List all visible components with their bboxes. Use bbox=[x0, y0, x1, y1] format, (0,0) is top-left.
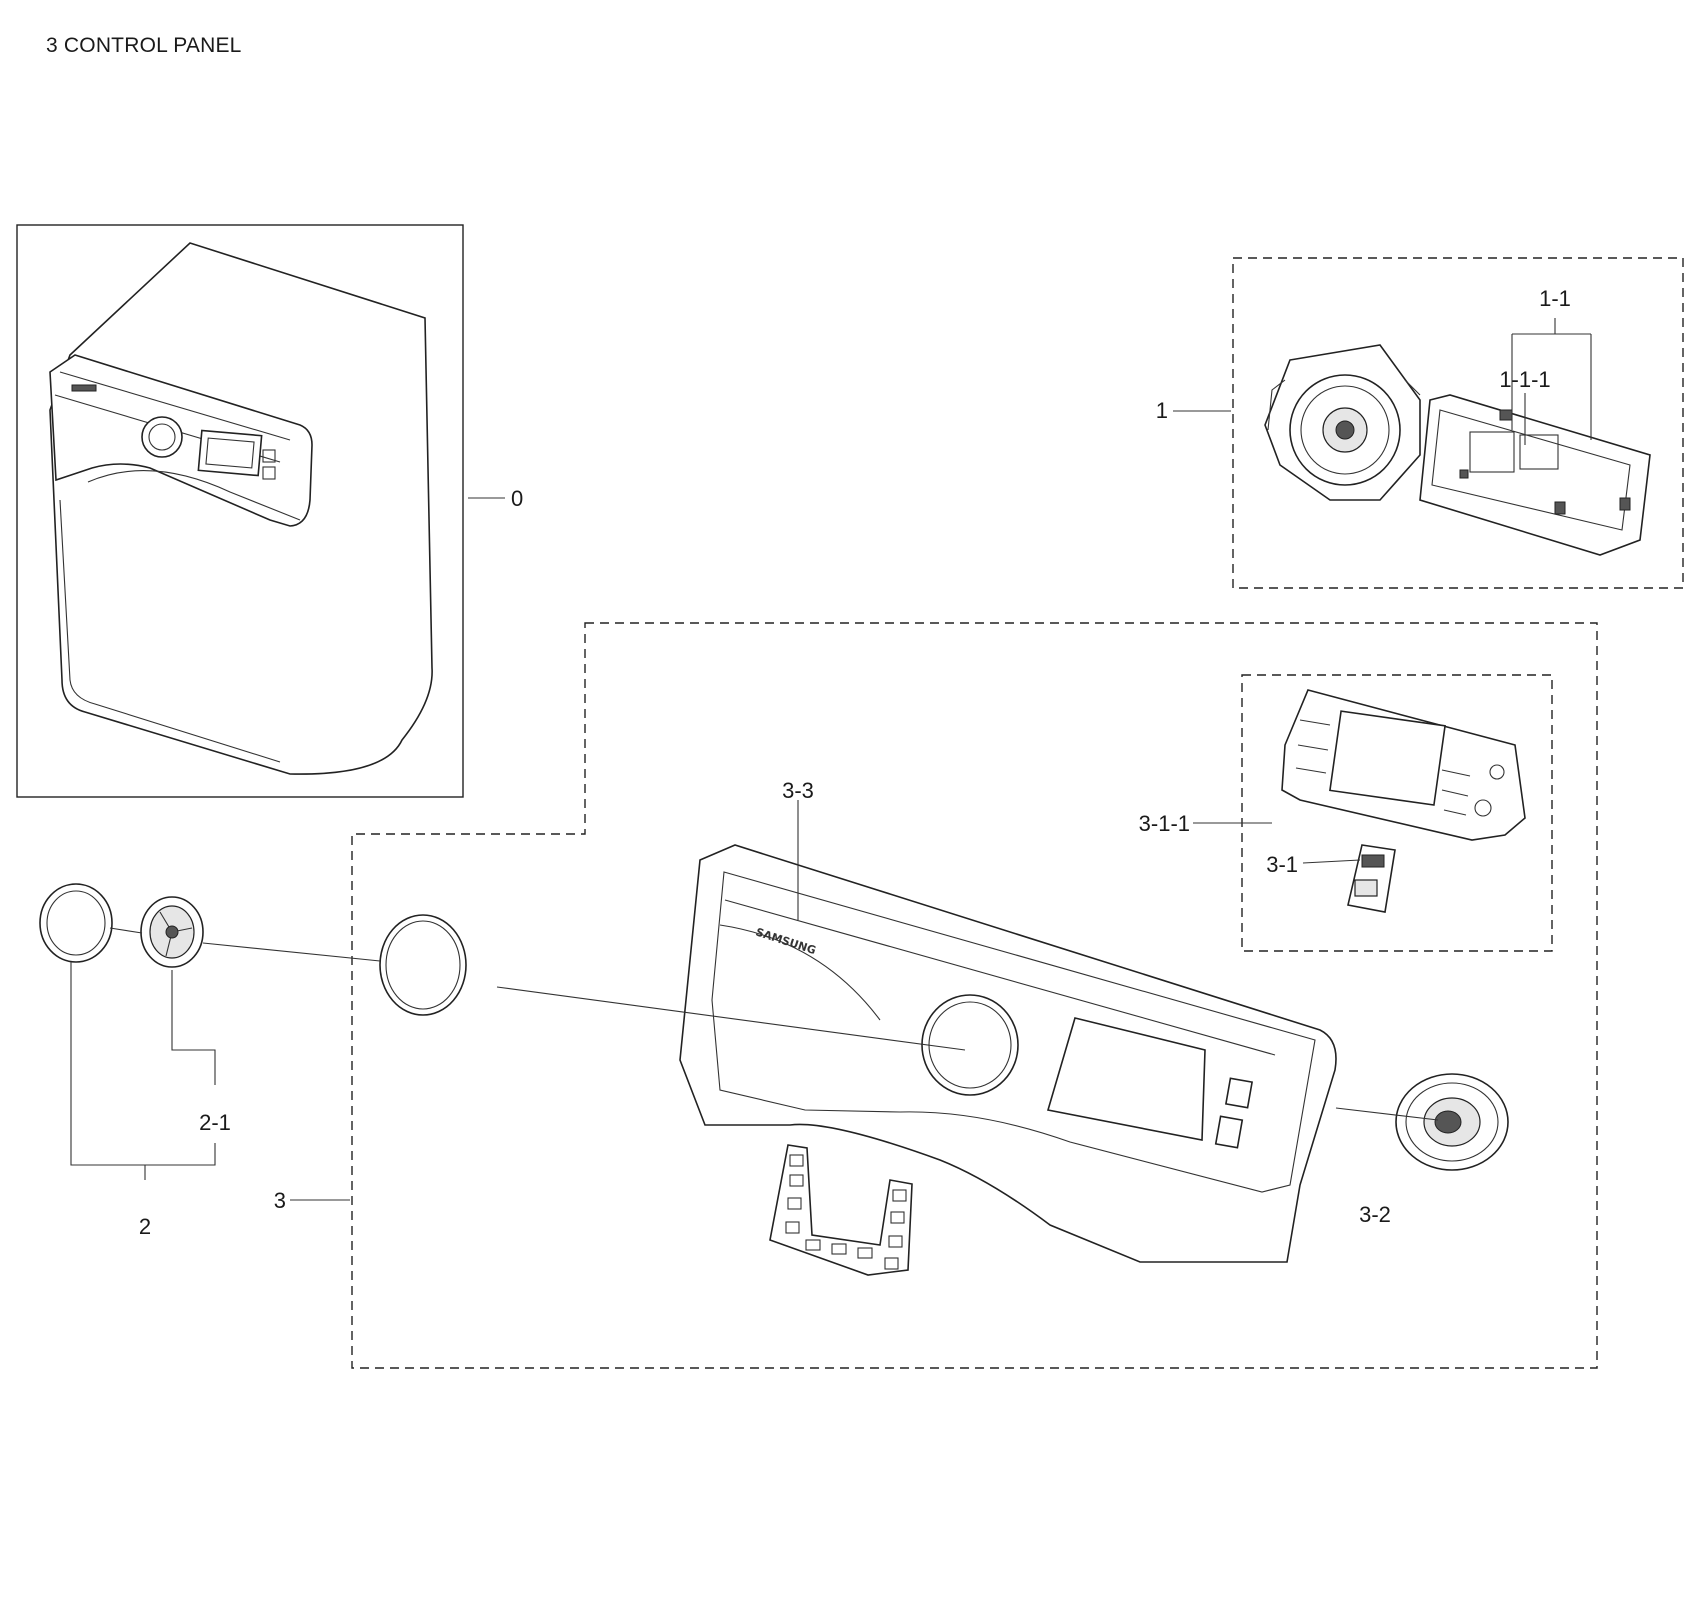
rotary-encoder bbox=[1395, 1073, 1509, 1171]
callout-2-1: 2-1 bbox=[199, 1110, 231, 1135]
washer-frame bbox=[16, 224, 464, 798]
button-membrane bbox=[769, 1144, 913, 1276]
callout-1-1-1: 1-1-1 bbox=[1499, 367, 1550, 392]
knob-assembly-figure bbox=[39, 883, 381, 1180]
display-pcb-dashed-box bbox=[1241, 674, 1553, 952]
callout-2: 2 bbox=[139, 1214, 151, 1239]
callout-1: 1 bbox=[1156, 398, 1168, 423]
callout-3-3: 3-3 bbox=[782, 778, 814, 803]
washer-assembly-figure bbox=[16, 224, 464, 798]
panel-dashed-region bbox=[351, 622, 1598, 1369]
knob-ring bbox=[379, 914, 467, 1016]
callout-3-1-1: 3-1-1 bbox=[1139, 811, 1190, 836]
callout-3-1: 3-1 bbox=[1266, 852, 1298, 877]
callout-3: 3 bbox=[274, 1188, 286, 1213]
pcb-dashed-box bbox=[1232, 257, 1684, 589]
control-panel-assembly-figure: SAMSUNG bbox=[290, 622, 1598, 1369]
page-title: 3 CONTROL PANEL bbox=[46, 34, 242, 57]
callout-0: 0 bbox=[511, 486, 523, 511]
callout-1-1: 1-1 bbox=[1539, 286, 1571, 311]
knob-cap bbox=[39, 883, 113, 963]
callout-3-2: 3-2 bbox=[1359, 1202, 1391, 1227]
pcb-assembly-figure bbox=[1173, 257, 1684, 589]
